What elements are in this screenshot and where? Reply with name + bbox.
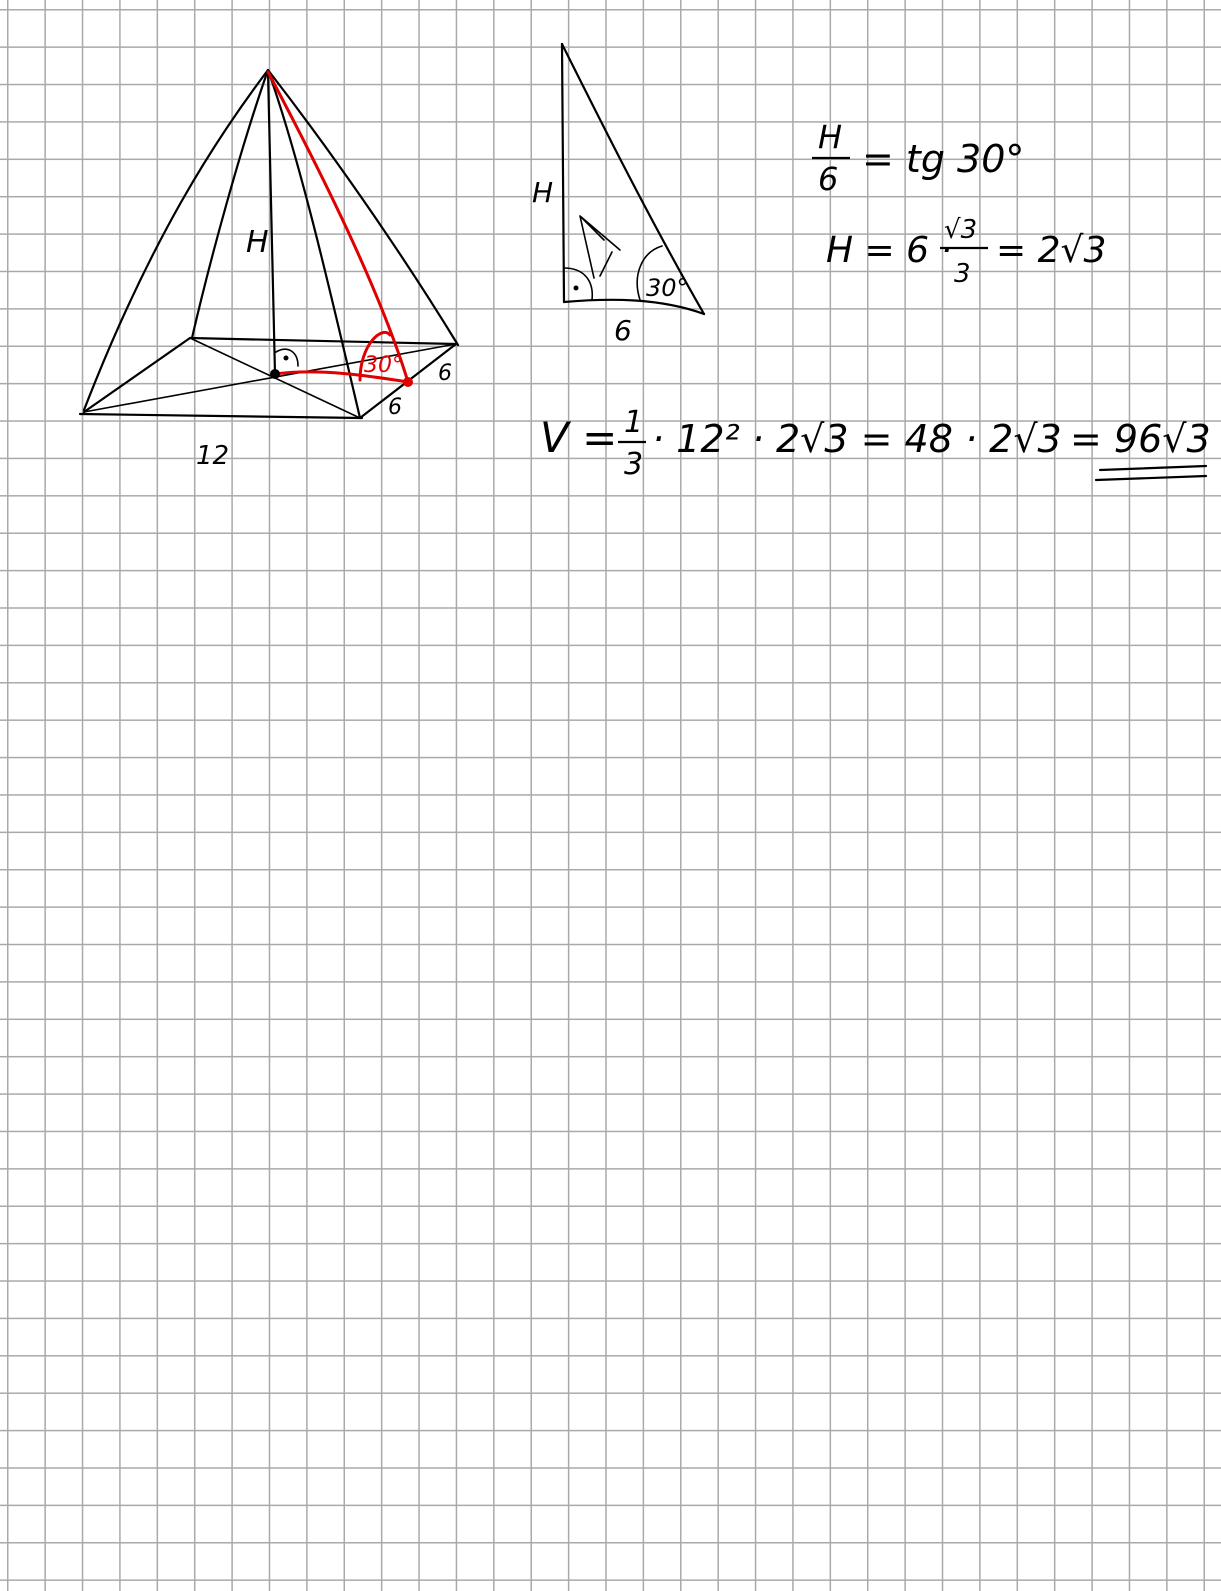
triangle-base-label: 6 [614, 314, 632, 347]
pyramid-base-front [78, 412, 364, 420]
height-equation: H = 6 · √3 3 = 2√3 [826, 215, 1106, 289]
pyramid-edge-back-left [190, 68, 270, 340]
pyramid-base-back [188, 336, 458, 346]
pyramid-edge-right [266, 68, 460, 347]
triangle-vertical-leg [560, 42, 566, 304]
height-equation-rhs: = 2√3 [996, 230, 1106, 271]
tan-equation: H 6 = tg 30° [812, 118, 1024, 198]
pyramid-figure: H 12 6 6 30° [78, 68, 460, 471]
pyramid-base-left [82, 336, 192, 414]
right-triangle-figure: H 6 30° [532, 42, 706, 347]
pyramid-edge-midpoint [403, 377, 413, 387]
volume-equation: V = 1 3 · 12² · 2√3 = 48 · 2√3 = 96√3 [540, 405, 1211, 482]
volume-equation-result: = 96√3 [1070, 417, 1211, 461]
triangle-right-angle-dot [573, 285, 579, 291]
pyramid-half-side-label-2: 6 [388, 395, 402, 420]
height-equation-frac-den: 3 [954, 259, 971, 289]
volume-equation-middle: · 12² · 2√3 = 48 · 2√3 [652, 417, 1062, 461]
tan-equation-numerator: H [818, 118, 842, 156]
volume-equation-frac-den: 3 [624, 447, 643, 482]
pyramid-base-diagonal-2 [83, 343, 457, 413]
height-equation-lhs: H = 6 · [826, 230, 952, 271]
pyramid-right-angle-arc [275, 348, 299, 367]
triangle-right-angle-arc [563, 267, 594, 301]
tan-equation-denominator: 6 [818, 160, 838, 198]
triangle-hypotenuse [560, 42, 706, 316]
volume-result-underline-2 [1094, 474, 1208, 482]
triangle-angle-arc [636, 245, 663, 301]
triangle-angle-label: 30° [646, 274, 689, 302]
volume-equation-frac-num: 1 [624, 405, 643, 440]
pyramid-base-side-label: 12 [196, 441, 229, 471]
volume-equation-lhs: V = [540, 413, 617, 462]
height-equation-frac-num: √3 [944, 215, 977, 245]
pyramid-right-angle-dot [283, 355, 289, 361]
pyramid-center-point [270, 369, 280, 379]
pyramid-angle-arc-red [358, 331, 392, 382]
triangle-base-leg [562, 298, 706, 316]
pyramid-angle-label: 30° [364, 353, 403, 378]
pyramid-height-line [266, 70, 277, 376]
pyramid-edge-left [82, 68, 270, 412]
pyramid-half-side-label: 6 [438, 361, 452, 386]
pyramid-edge-front-right [266, 68, 362, 420]
triangle-rotation-arrow [579, 215, 621, 279]
triangle-height-label: H [532, 176, 553, 209]
pyramid-height-label: H [246, 225, 269, 260]
pyramid-apothem-red [273, 370, 410, 384]
tan-equation-rhs: = tg 30° [862, 137, 1024, 181]
volume-result-underline-1 [1098, 464, 1208, 472]
pyramid-slant-height-red [266, 70, 410, 384]
